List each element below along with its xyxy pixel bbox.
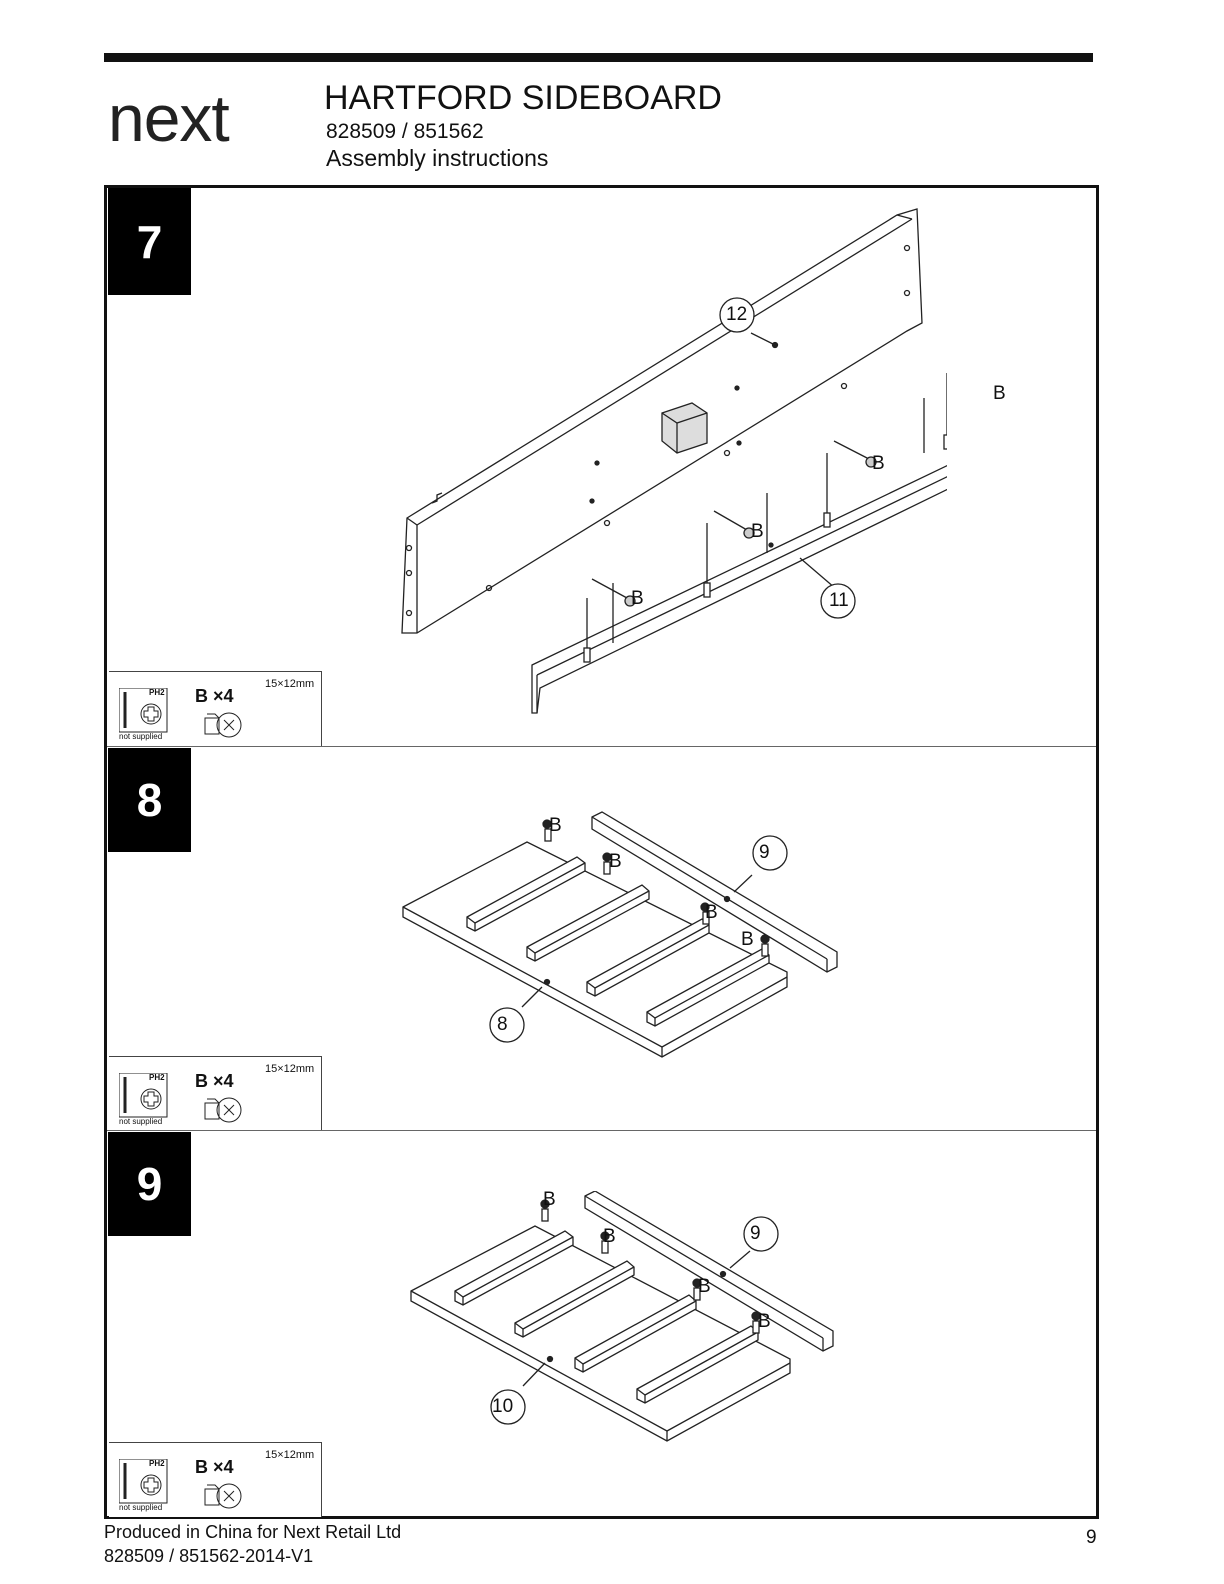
fitting-label: B	[609, 851, 622, 873]
panel-8	[403, 842, 787, 1057]
parts-size: 15×12mm	[265, 1449, 314, 1461]
brand-logo: next	[108, 80, 229, 156]
step-number: 9	[108, 1132, 191, 1236]
tool-note: not supplied	[119, 1503, 162, 1512]
callout-10-label: 10	[492, 1396, 513, 1418]
callout-12-label: 12	[726, 304, 747, 326]
callout-8-label: 8	[497, 1014, 508, 1036]
callout-9-label: 9	[759, 842, 770, 864]
parts-size: 15×12mm	[265, 678, 314, 690]
fitting-label: B	[698, 1276, 711, 1298]
tool-label: PH2	[149, 1073, 165, 1082]
parts-size: 15×12mm	[265, 1063, 314, 1075]
panel-10	[411, 1226, 790, 1441]
fitting-label: B	[741, 929, 754, 951]
callout-11-label: 11	[829, 590, 849, 612]
callout-9-label: 9	[750, 1223, 761, 1245]
step-number: 7	[108, 188, 191, 295]
fitting-label: B	[543, 1189, 556, 1211]
cam-lock-icon	[203, 1479, 243, 1513]
step-8: 8	[107, 746, 1096, 1131]
fitting-label: B	[751, 521, 764, 543]
step-9-illustration	[405, 1191, 845, 1451]
parts-quantity: B ×4	[195, 1071, 234, 1092]
tool-label: PH2	[149, 1459, 165, 1468]
parts-box: PH2 not supplied B ×4 15×12mm	[109, 671, 322, 746]
step-8-illustration	[397, 807, 857, 1067]
parts-quantity: B ×4	[195, 686, 234, 707]
instructions-frame: 7	[104, 185, 1099, 1519]
fitting-label: B	[603, 1226, 616, 1248]
cam-lock-icon	[203, 708, 243, 742]
fitting-label: B	[993, 383, 1006, 405]
document-subtitle: Assembly instructions	[326, 145, 548, 172]
footer-reference: 828509 / 851562-2014-V1	[104, 1546, 313, 1567]
fitting-label: B	[758, 1311, 771, 1333]
tool-note: not supplied	[119, 1117, 162, 1126]
parts-box: PH2 not supplied B ×4 15×12mm	[109, 1442, 322, 1517]
fitting-label: B	[705, 902, 718, 924]
step-7: 7	[107, 188, 1096, 746]
step-number: 8	[108, 748, 191, 852]
page-number: 9	[1086, 1527, 1097, 1549]
parts-box: PH2 not supplied B ×4 15×12mm	[109, 1056, 322, 1131]
fitting-label: B	[872, 453, 885, 475]
parts-quantity: B ×4	[195, 1457, 234, 1478]
footer-producer: Produced in China for Next Retail Ltd	[104, 1522, 401, 1543]
product-codes: 828509 / 851562	[326, 120, 484, 144]
fitting-label: B	[549, 815, 562, 837]
tool-note: not supplied	[119, 732, 162, 741]
step-7-illustration	[387, 203, 947, 733]
fitting-label: B	[631, 588, 644, 610]
step-9: 9	[107, 1130, 1096, 1517]
tool-label: PH2	[149, 688, 165, 697]
document-title: HARTFORD SIDEBOARD	[324, 79, 722, 118]
header-rule	[104, 53, 1093, 62]
cam-lock-icon	[203, 1093, 243, 1127]
